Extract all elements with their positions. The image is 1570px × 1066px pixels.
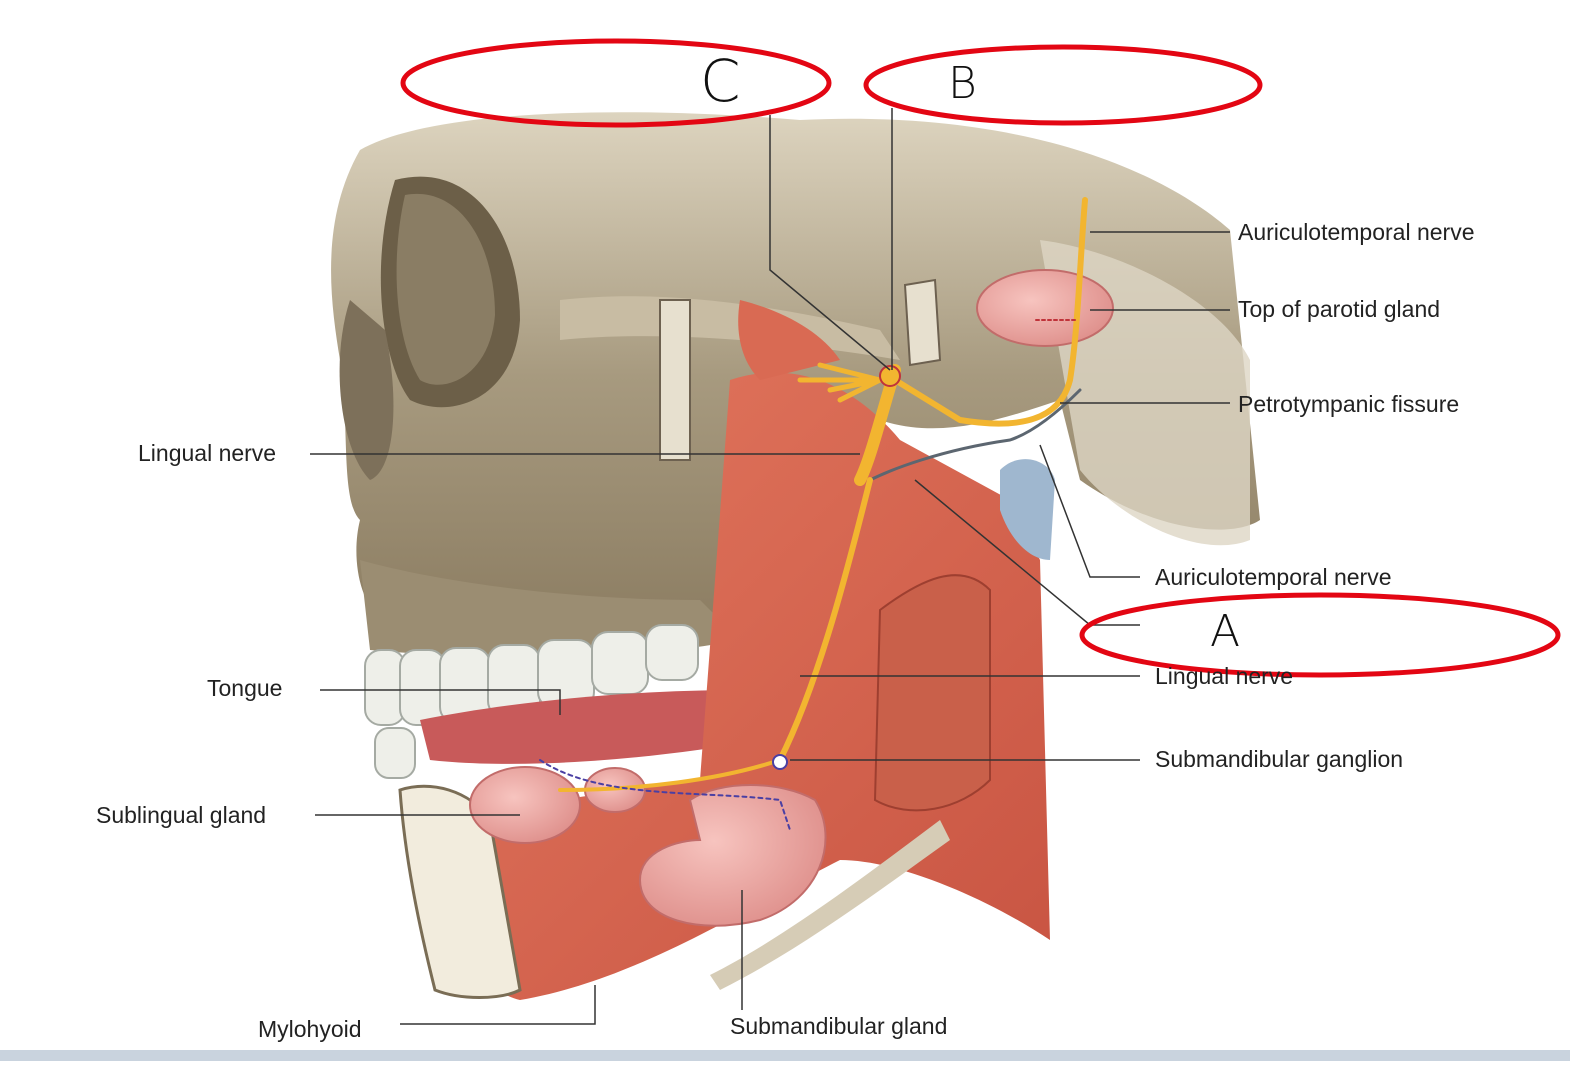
label-submandibular-ganglion: Submandibular ganglion xyxy=(1155,746,1404,772)
teeth xyxy=(364,624,699,779)
answer-highlights xyxy=(400,38,1561,678)
marker-a: A xyxy=(1210,606,1241,657)
label-top-parotid-gland: Top of parotid gland xyxy=(1238,296,1441,322)
marker-b: B xyxy=(948,58,977,109)
nerves xyxy=(539,197,1088,831)
hyoid xyxy=(710,820,950,990)
highlight-ellipse-a xyxy=(1079,592,1561,678)
leader-lines xyxy=(310,108,1230,1025)
label-petrotympanic-fissure: Petrotympanic fissure xyxy=(1238,391,1460,417)
label-auriculotemporal-mid: Auriculotemporal nerve xyxy=(1155,564,1392,590)
mandible-section xyxy=(398,784,522,999)
marker-c: C xyxy=(700,47,741,115)
highlight-ellipse-b xyxy=(863,44,1263,126)
bottom-bar xyxy=(0,1050,1570,1061)
muscles xyxy=(430,300,1055,1000)
label-auriculotemporal-top: Auriculotemporal nerve xyxy=(1238,219,1475,245)
tongue-shape xyxy=(420,690,760,764)
label-tongue: Tongue xyxy=(207,675,283,701)
highlight-ellipse-c xyxy=(400,38,832,128)
label-lingual-nerve-right: Lingual nerve xyxy=(1155,663,1294,689)
label-sublingual-gland: Sublingual gland xyxy=(96,802,267,828)
label-mylohyoid: Mylohyoid xyxy=(258,1016,362,1042)
label-submandibular-gland: Submandibular gland xyxy=(730,1013,948,1039)
label-lingual-nerve-left: Lingual nerve xyxy=(138,440,277,466)
